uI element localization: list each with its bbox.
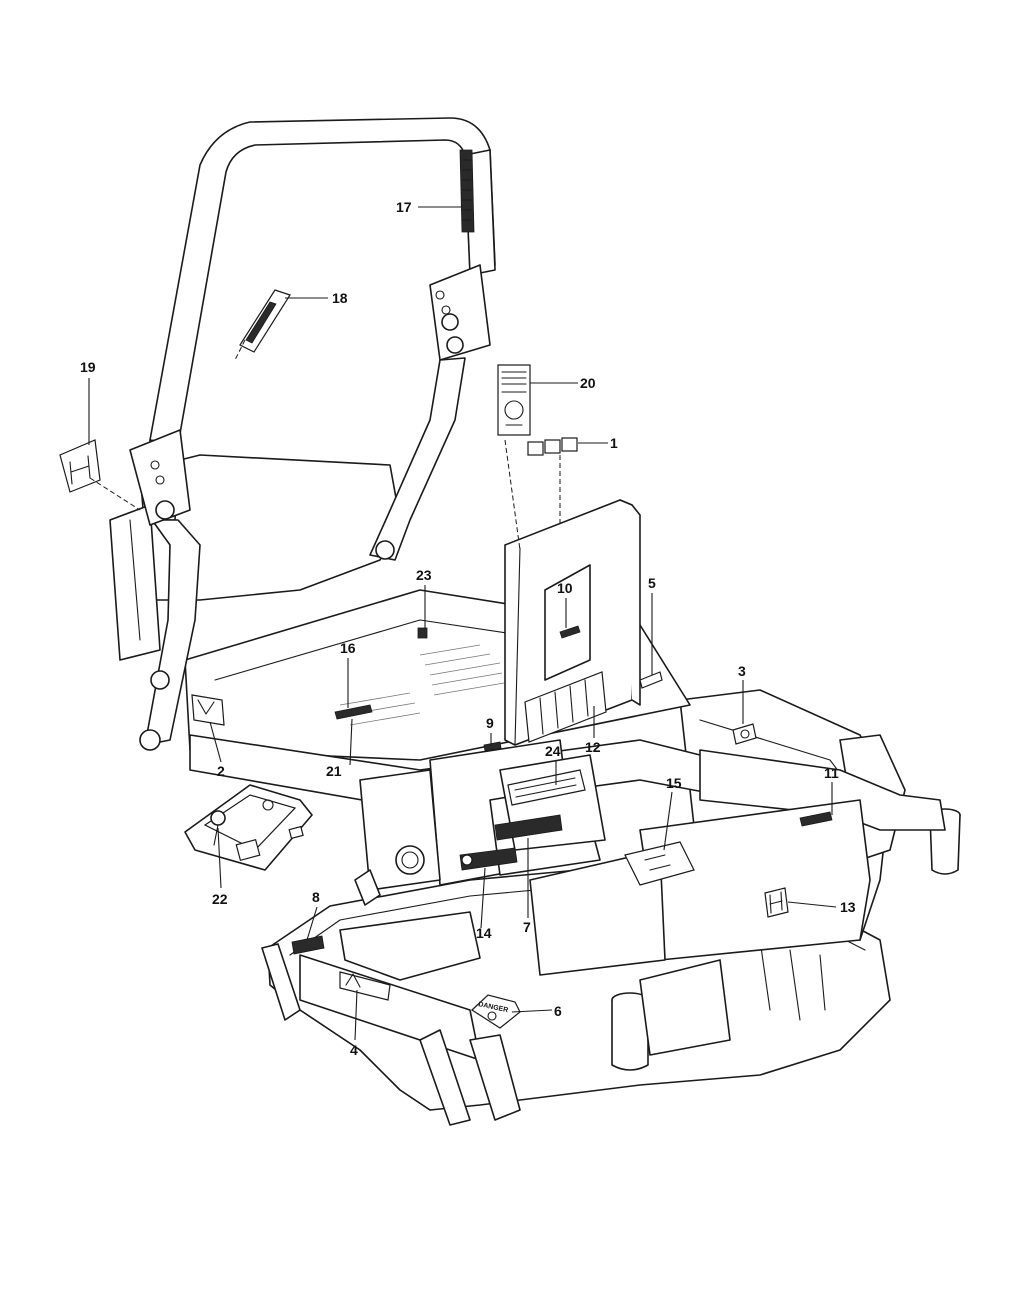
leader-lines [88, 206, 837, 1041]
callout-13: 13 [840, 899, 856, 915]
callout-14: 14 [476, 925, 492, 941]
callout-19: 19 [80, 359, 96, 375]
callout-18: 18 [332, 290, 348, 306]
roll-bar [129, 117, 496, 751]
decal-13-logo [764, 887, 789, 918]
callout-24: 24 [545, 743, 561, 759]
callout-15: 15 [666, 775, 682, 791]
decal-3 [732, 723, 757, 745]
decal-1-icons [527, 437, 578, 456]
callout-8: 8 [312, 889, 320, 905]
callout-6: 6 [554, 1003, 562, 1019]
callout-4: 4 [350, 1042, 358, 1058]
callout-22: 22 [212, 891, 228, 907]
callout-21: 21 [326, 763, 342, 779]
callout-20: 20 [580, 375, 596, 391]
callout-2: 2 [217, 763, 225, 779]
decal-23 [417, 627, 428, 639]
decal-12-warning [524, 671, 607, 743]
callout-11: 11 [824, 765, 839, 781]
callout-17: 17 [396, 199, 412, 215]
callout-12: 12 [585, 739, 601, 755]
assembly-lines [89, 339, 561, 551]
decal-18-rollbar [239, 289, 291, 353]
callout-labels: 17 18 19 20 1 5 10 23 16 3 9 12 2 21 24 … [80, 199, 856, 1058]
decal-8 [291, 935, 325, 955]
decal-11 [799, 811, 833, 827]
decal-19-logo [59, 439, 101, 493]
decal-9 [483, 741, 502, 752]
callout-1: 1 [610, 435, 618, 451]
decal-10 [559, 625, 581, 639]
decal-20-panel [497, 364, 531, 436]
callout-23: 23 [416, 567, 432, 583]
decal-15 [624, 841, 695, 886]
decal-2-warning [191, 694, 225, 726]
callout-16: 16 [340, 640, 356, 656]
decal-14-brand [459, 847, 518, 871]
decal-6-danger: DANGER [471, 994, 521, 1029]
callout-9: 9 [486, 715, 494, 731]
decal-5 [639, 671, 663, 689]
decal-17-rollbar [459, 149, 475, 233]
decal-4-warning [339, 971, 391, 1001]
decal-7 [494, 814, 563, 841]
callout-5: 5 [648, 575, 656, 591]
callout-7: 7 [523, 919, 531, 935]
callout-3: 3 [738, 663, 746, 679]
decal-16 [334, 704, 373, 720]
decal-22-control-panel [184, 784, 313, 871]
callout-10: 10 [557, 580, 573, 596]
